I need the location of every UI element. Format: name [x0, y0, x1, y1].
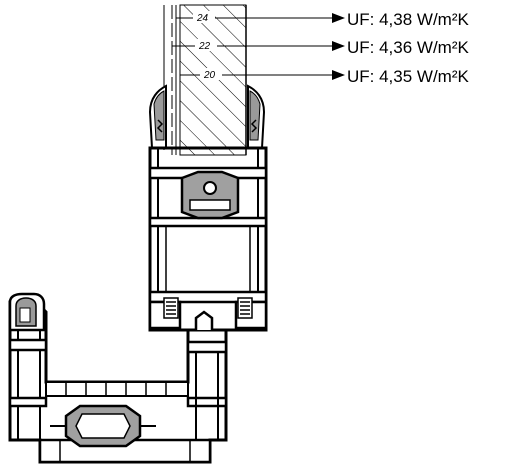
frame-gasket-cap: [8, 292, 46, 332]
uf-arrow-3: [238, 70, 345, 80]
sash-seals: [163, 297, 253, 319]
dimension-label-20: 20: [203, 70, 216, 81]
dimension-line-24: 24: [176, 11, 246, 24]
outer-frame-profile: [8, 300, 228, 464]
uf-arrow-2: [242, 41, 345, 51]
dimension-label-22: 22: [198, 41, 211, 52]
thermal-break-lower: [50, 404, 156, 448]
uf-value-label-2: UF: 4,36 W/m²K: [347, 38, 470, 57]
dimension-line-22: 22: [172, 39, 242, 52]
uf-value-label-1: UF: 4,38 W/m²K: [347, 10, 470, 29]
glazing-gasket-right: [247, 84, 266, 149]
uf-value-label-3: UF: 4,35 W/m²K: [347, 67, 470, 86]
glazing-gasket-left: [148, 84, 167, 149]
uf-arrow-1: [246, 13, 345, 23]
dimension-label-24: 24: [196, 13, 209, 24]
thermal-break-upper: [180, 170, 240, 220]
dimension-line-20: 20: [180, 68, 238, 81]
